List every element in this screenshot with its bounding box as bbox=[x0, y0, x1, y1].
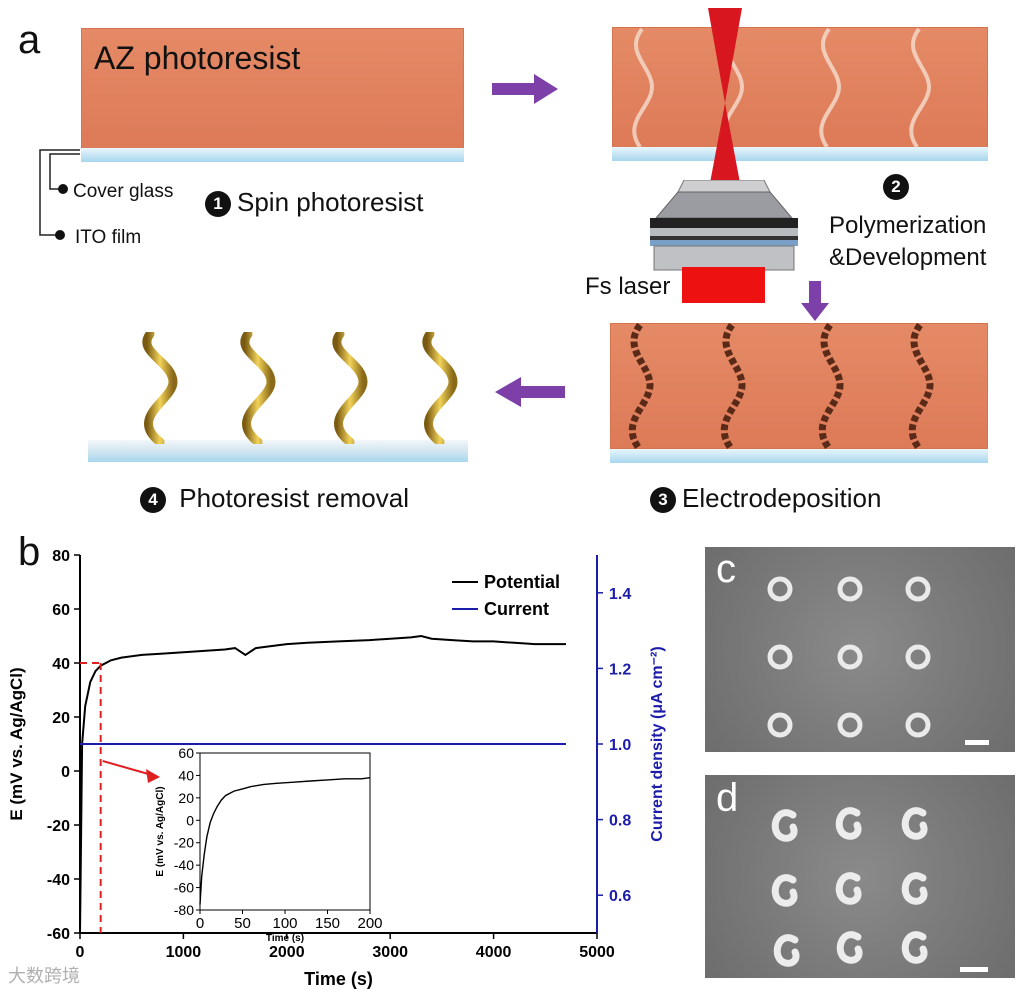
x-tick-label: 1000 bbox=[166, 944, 202, 961]
inset-x-tick-label: 150 bbox=[315, 915, 340, 932]
inset-pointer-arrowhead bbox=[146, 769, 160, 783]
fs-laser-label: Fs laser bbox=[585, 273, 671, 300]
x-tick-label: 3000 bbox=[372, 944, 408, 961]
watermark-text: 大数跨境 bbox=[8, 966, 80, 986]
y2-tick-label: 1.0 bbox=[609, 737, 631, 754]
inset-y-tick-label: 0 bbox=[186, 812, 194, 828]
step2-number-badge: 2 bbox=[883, 174, 909, 200]
photoresist-block-3 bbox=[610, 323, 988, 449]
x-tick-label: 5000 bbox=[579, 944, 615, 961]
inset-x-tick-label: 100 bbox=[272, 915, 297, 932]
step4-text: Photoresist removal bbox=[179, 483, 409, 513]
photoresist-title: AZ photoresist bbox=[94, 40, 301, 76]
cover-glass-label: Cover glass bbox=[73, 181, 174, 202]
gold-helices bbox=[142, 332, 458, 444]
inset-y-tick-label: -40 bbox=[174, 857, 194, 873]
y2-axis-label: Current density (μA cm⁻²) bbox=[649, 646, 666, 841]
step2-text-line1: Polymerization bbox=[829, 212, 987, 239]
photoresist-block-1 bbox=[81, 28, 464, 150]
x-tick-label: 0 bbox=[76, 944, 85, 961]
step2-text-line2: &Development bbox=[829, 244, 987, 271]
inset-y-tick-label: 20 bbox=[178, 790, 194, 806]
y2-tick-label: 1.4 bbox=[609, 586, 631, 603]
y-tick-label: 0 bbox=[61, 764, 70, 781]
legend-current-label: Current bbox=[484, 599, 549, 619]
arrow-left-icon bbox=[495, 377, 565, 407]
inset-y-tick-label: 60 bbox=[178, 745, 194, 761]
glass-substrate-2 bbox=[612, 147, 988, 161]
y2-tick-label: 0.8 bbox=[609, 813, 631, 830]
y-tick-label: -40 bbox=[47, 872, 70, 889]
y-tick-label: 20 bbox=[52, 710, 70, 727]
x-tick-label: 4000 bbox=[476, 944, 512, 961]
y-tick-label: 60 bbox=[52, 602, 70, 619]
x-tick-label: 2000 bbox=[269, 944, 305, 961]
panel-a-letter: a bbox=[18, 18, 41, 62]
arrow-down-icon bbox=[801, 281, 829, 321]
step2-badge: 2 bbox=[883, 174, 915, 200]
sem-rings-c bbox=[767, 576, 989, 745]
inset-y-tick-label: -80 bbox=[174, 902, 194, 918]
glass-substrate-4 bbox=[88, 440, 468, 462]
y-axis-label: E (mV vs. Ag/AgCl) bbox=[7, 667, 26, 820]
deposited-helices bbox=[628, 323, 934, 449]
inset-x-tick-label: 0 bbox=[196, 915, 204, 932]
laser-beam bbox=[708, 8, 742, 183]
inset-pointer-arrow bbox=[102, 760, 153, 776]
inset-frame bbox=[199, 752, 371, 911]
step1-number-badge: 1 bbox=[205, 191, 231, 218]
substrate-callout-lines bbox=[39, 149, 80, 240]
objective-lens bbox=[650, 180, 798, 271]
ito-film-label: ITO film bbox=[75, 227, 142, 248]
inset-x-axis-label: Time (s) bbox=[266, 933, 304, 944]
step1-text: Spin photoresist bbox=[237, 187, 424, 217]
y2-tick-label: 0.6 bbox=[609, 888, 631, 905]
arrow-right-icon bbox=[492, 74, 558, 104]
step4-label: 4 Photoresist removal bbox=[140, 483, 409, 514]
panel-b-letter: b bbox=[18, 530, 41, 574]
inset-y-tick-label: 40 bbox=[178, 767, 194, 783]
y-tick-label: -60 bbox=[47, 926, 70, 943]
panel-d-letter: d bbox=[716, 776, 739, 820]
glass-substrate-1 bbox=[81, 148, 464, 162]
fs-laser-source bbox=[682, 267, 765, 303]
y2-tick-label: 1.2 bbox=[609, 661, 631, 678]
sem-helices-d bbox=[771, 807, 988, 972]
glass-substrate-3 bbox=[610, 449, 988, 463]
legend-potential-label: Potential bbox=[484, 572, 560, 592]
inset-x-tick-label: 200 bbox=[357, 915, 382, 932]
y-tick-label: -20 bbox=[47, 818, 70, 835]
inset-series-line bbox=[199, 777, 371, 905]
photoresist-block-2 bbox=[612, 27, 988, 149]
inset-x-tick-label: 50 bbox=[234, 915, 251, 932]
y-tick-label: 80 bbox=[52, 548, 70, 565]
step4-number-badge: 4 bbox=[140, 487, 166, 514]
step3-number-badge: 3 bbox=[650, 487, 676, 514]
y-tick-label: 40 bbox=[52, 656, 70, 673]
inset-y-tick-label: -60 bbox=[174, 880, 194, 896]
step3-text: Electrodeposition bbox=[682, 483, 882, 513]
x-axis-label: Time (s) bbox=[304, 969, 373, 989]
inset-y-tick-label: -20 bbox=[174, 835, 194, 851]
inset-y-axis-label: E (mV vs. Ag/AgCl) bbox=[155, 786, 166, 876]
polymer-helices bbox=[632, 27, 932, 149]
panel-c-letter: c bbox=[716, 547, 736, 591]
series-potential-line bbox=[79, 634, 566, 934]
